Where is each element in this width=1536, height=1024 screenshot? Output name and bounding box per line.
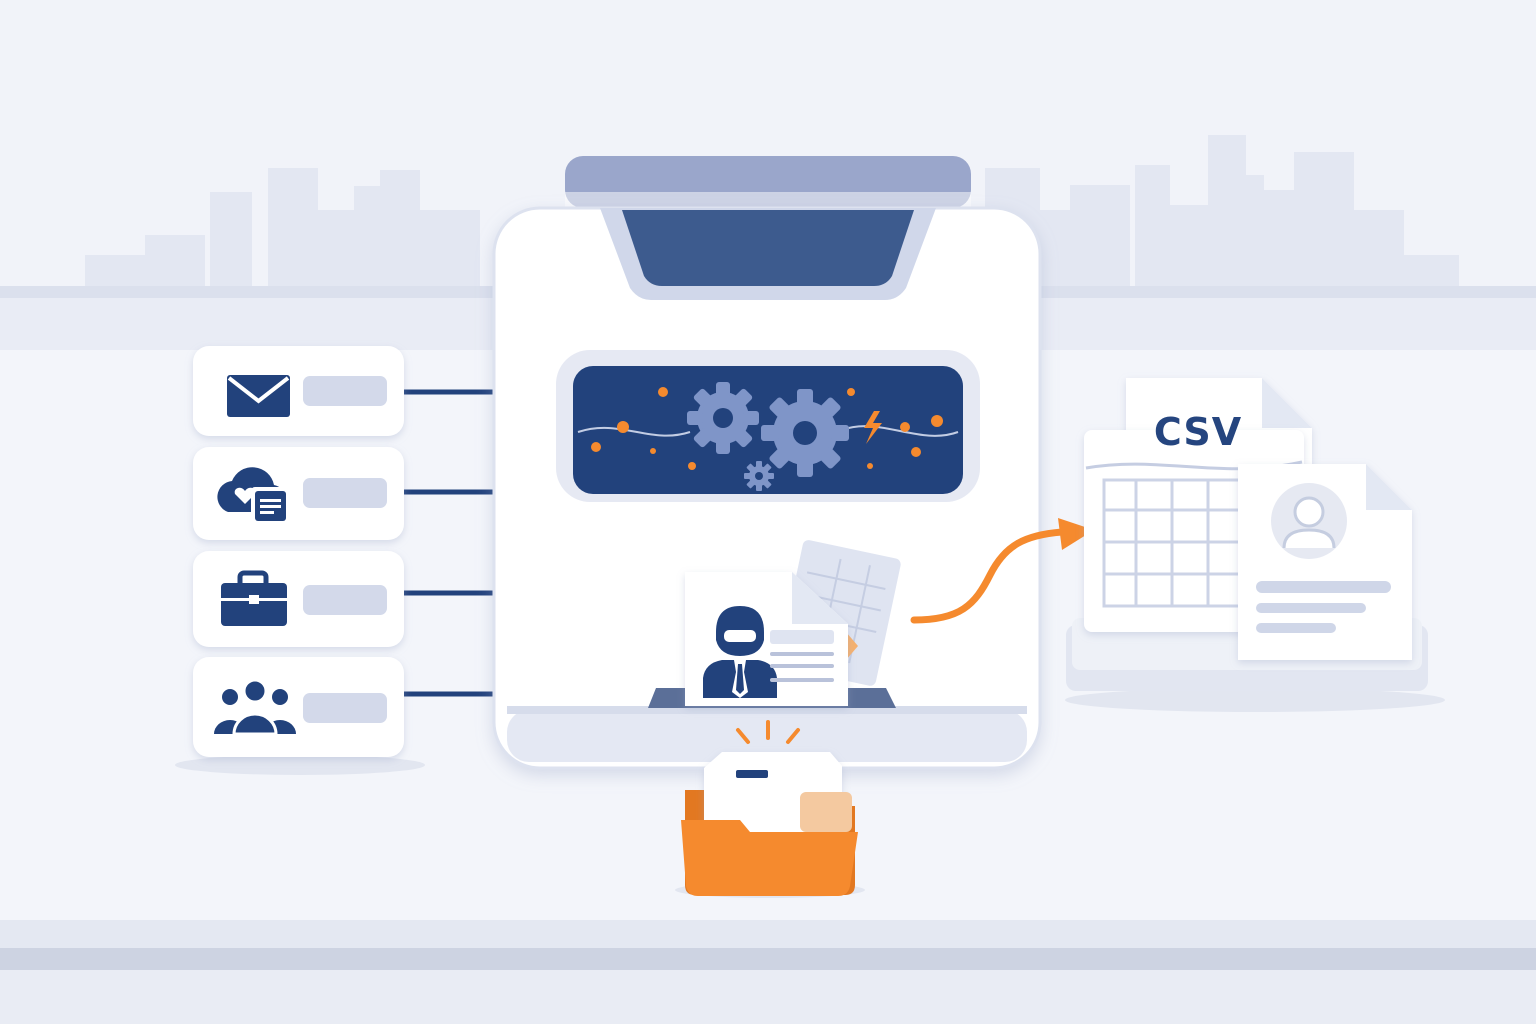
data-stream-right xyxy=(841,425,959,437)
briefcase-icon xyxy=(221,570,287,626)
gear-icon xyxy=(687,382,759,454)
processing-machine xyxy=(492,156,1042,770)
placeholder-bar xyxy=(303,376,387,406)
text-line xyxy=(770,630,834,644)
data-particles xyxy=(591,387,943,470)
floor-edge-top xyxy=(0,920,1536,948)
spreadsheet-grid xyxy=(1102,478,1262,608)
person-avatar-icon xyxy=(703,606,777,698)
text-line xyxy=(1256,581,1391,593)
pointer-tab xyxy=(846,632,858,660)
input-hopper xyxy=(622,210,914,286)
stack-shadow xyxy=(1065,688,1445,712)
source-card-email xyxy=(193,346,404,436)
folder-icon xyxy=(675,752,865,898)
connectors xyxy=(404,389,494,697)
burst-lines xyxy=(736,720,800,744)
output-stack xyxy=(1066,378,1428,691)
placeholder-bar xyxy=(303,478,387,508)
text-line xyxy=(1256,603,1366,613)
profile-avatar-icon xyxy=(1271,483,1347,559)
text-line xyxy=(770,678,834,682)
placeholder-bar xyxy=(303,585,387,615)
cards-shadow xyxy=(175,755,425,775)
data-stream-left xyxy=(577,426,691,437)
lightning-icon xyxy=(864,411,882,444)
csv-format-label: CSV xyxy=(1153,410,1243,454)
extraction-arrow xyxy=(910,528,1066,624)
gear-icon xyxy=(744,461,774,491)
text-line xyxy=(770,664,834,668)
people-group-icon xyxy=(214,678,296,736)
floor-edge-bottom xyxy=(0,970,1536,1024)
envelope-icon xyxy=(227,375,290,417)
arrow-head-icon xyxy=(1058,518,1094,550)
source-card-people xyxy=(193,657,404,757)
cloud-document-icon xyxy=(217,467,290,525)
text-line xyxy=(1256,623,1336,633)
floor-edge-stripe xyxy=(0,948,1536,970)
placeholder-bar xyxy=(303,693,387,723)
gear-icon xyxy=(761,389,849,477)
text-line xyxy=(770,652,834,656)
